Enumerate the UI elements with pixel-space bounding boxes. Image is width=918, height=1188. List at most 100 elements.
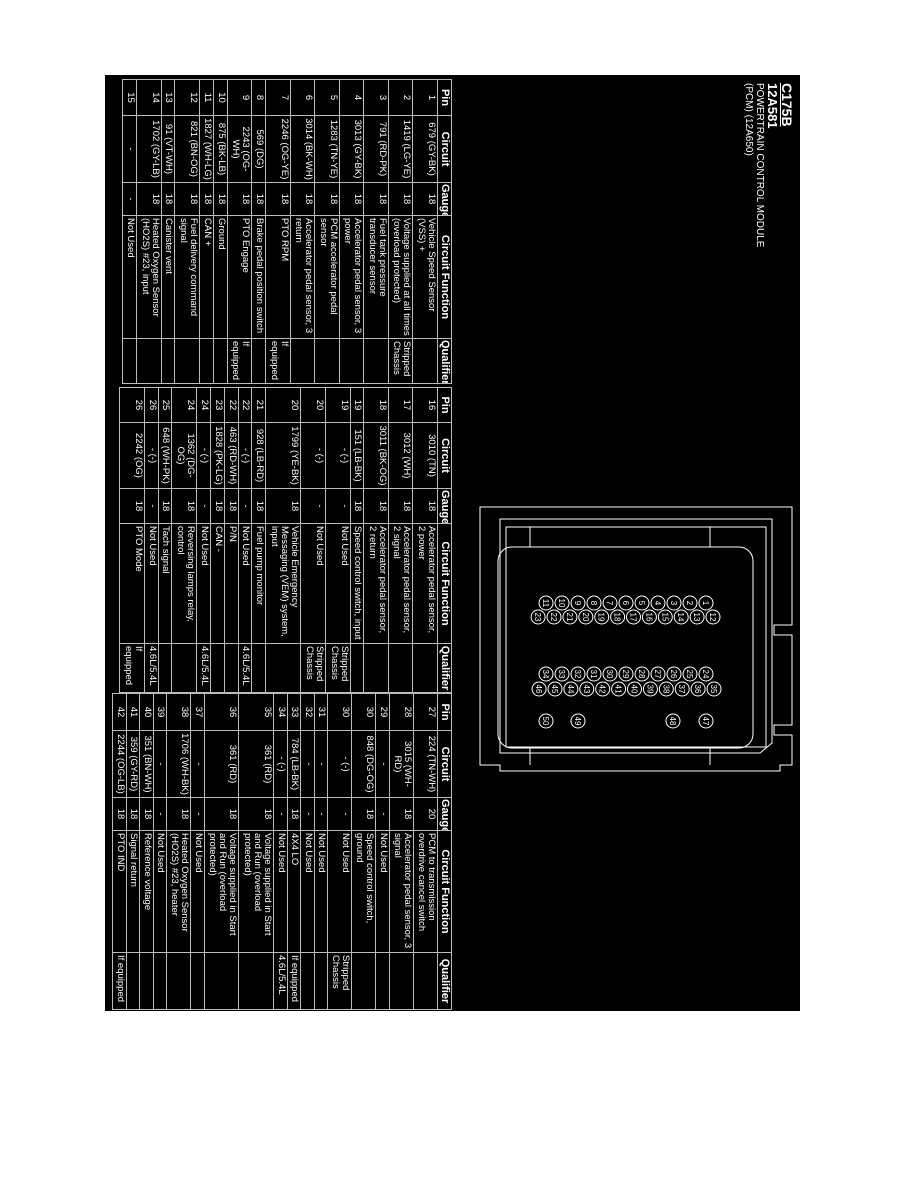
- cell-function: PTO RPM: [265, 215, 291, 339]
- connector-pin-label: 49: [573, 717, 582, 726]
- cell-qualifier: If equipped: [119, 643, 145, 693]
- cell-qualifier: [174, 338, 200, 384]
- column-header-function: Circuit Function: [437, 523, 452, 644]
- connector-pin: [706, 681, 722, 697]
- connector-pin-label: 10: [557, 599, 566, 608]
- table-row: 37--Not Used: [190, 693, 205, 1010]
- cell-gauge: -: [327, 797, 352, 831]
- cell-gauge: -: [238, 488, 252, 524]
- cell-pin: 22: [224, 387, 239, 423]
- cell-pin: 12: [174, 79, 200, 116]
- connector-outer-shell: [479, 506, 793, 772]
- connector-pin: [642, 681, 658, 697]
- cell-gauge: 18: [412, 182, 438, 216]
- cell-circuit: 679 (GY-BK): [412, 115, 438, 183]
- column-header-circuit: Circuit: [437, 115, 452, 183]
- cell-qualifier: [375, 952, 390, 1010]
- cell-pin: 41: [126, 693, 140, 731]
- connector-pin-label: 24: [701, 670, 710, 679]
- connector-pin: [690, 681, 706, 697]
- connector-pin: [602, 666, 618, 682]
- connector-pin: [554, 666, 570, 682]
- connector-pin: [641, 609, 657, 625]
- cell-circuit: 361 (RD): [239, 730, 274, 798]
- cell-gauge: 18: [351, 797, 376, 831]
- connector-pin: [665, 713, 681, 729]
- cell-pin: 4: [339, 79, 364, 116]
- connector-pin-label: 12: [708, 613, 717, 622]
- connector-pin: [689, 609, 705, 625]
- cell-circuit: -: [122, 115, 137, 183]
- cell-qualifier: [351, 952, 376, 1010]
- cell-circuit: 2243 (OG-WH): [227, 115, 252, 183]
- connector-pin-label: 34: [541, 670, 550, 679]
- cell-function: PTO IND: [112, 830, 127, 953]
- cell-pin: 13: [161, 79, 175, 116]
- cell-qualifier: Stripped Chassis: [327, 952, 352, 1010]
- connector-pin: [594, 609, 610, 625]
- connector-pin-label: 35: [709, 685, 718, 694]
- cell-function: Fuel tank pressure transducer sensor: [363, 215, 389, 339]
- cell-function: 4X4 LO: [287, 830, 301, 953]
- cell-gauge: 18: [363, 488, 389, 524]
- cell-pin: 42: [112, 693, 127, 731]
- connector-pin: [682, 666, 698, 682]
- cell-qualifier: [412, 643, 438, 693]
- connector-pin-label: 5: [637, 601, 646, 606]
- cell-function: Not Used: [196, 523, 211, 644]
- cell-pin: 24: [196, 387, 211, 423]
- cell-qualifier: Stripped Chassis: [325, 643, 351, 693]
- cell-pin: 11: [199, 79, 214, 116]
- cell-gauge: -: [375, 797, 390, 831]
- cell-qualifier: [265, 643, 301, 693]
- connector-pin: [627, 681, 642, 697]
- connector-pin: [538, 595, 554, 611]
- cell-circuit: 1799 (YE-BK): [265, 422, 301, 489]
- column-header-qualifier: Qualifier: [437, 643, 452, 693]
- column-header-gauge: Gauge: [437, 488, 452, 524]
- cell-pin: 37: [190, 693, 205, 731]
- cell-gauge: -: [153, 797, 167, 831]
- cell-function: Accelerator pedal sensor, 2 power: [412, 523, 438, 644]
- column-header-pin: Pin: [437, 79, 452, 116]
- cell-function: Not Used: [238, 523, 252, 644]
- cell-circuit: 2244 (OG-LB): [112, 730, 127, 798]
- cell-qualifier: [122, 338, 137, 384]
- connector-pin: [546, 609, 562, 625]
- cell-gauge: 18: [158, 488, 172, 524]
- connector-pin: [698, 666, 714, 682]
- cell-gauge: 18: [126, 797, 140, 831]
- connector-pin-label: 22: [549, 613, 558, 622]
- cell-circuit: - (-): [273, 730, 288, 798]
- column-header-qualifier: Qualifier: [437, 952, 452, 1010]
- cell-circuit: 1702 (GY-LB): [136, 115, 162, 183]
- connector-pin: [562, 609, 578, 625]
- connector-pin-label: 30: [605, 670, 614, 679]
- cell-pin: 1: [412, 79, 438, 116]
- cell-pin: 40: [139, 693, 154, 731]
- cell-function: Not Used: [300, 523, 326, 644]
- cell-gauge: 18: [265, 182, 291, 216]
- cell-pin: 6: [290, 79, 315, 116]
- cell-function: Signal return: [126, 830, 140, 953]
- cell-function: Tach signal: [158, 523, 172, 644]
- cell-qualifier: [251, 338, 266, 384]
- connector-pin: [538, 713, 554, 729]
- cell-pin: 29: [375, 693, 390, 731]
- connector-pin-label: 41: [614, 685, 623, 694]
- cell-function: Not Used: [122, 215, 137, 339]
- connector-pin: [602, 595, 618, 611]
- connector-pin: [586, 595, 602, 611]
- description-line-2: (PCM) (12A650): [743, 83, 754, 156]
- connector-pin: [570, 666, 586, 682]
- connector-pin: [531, 681, 547, 697]
